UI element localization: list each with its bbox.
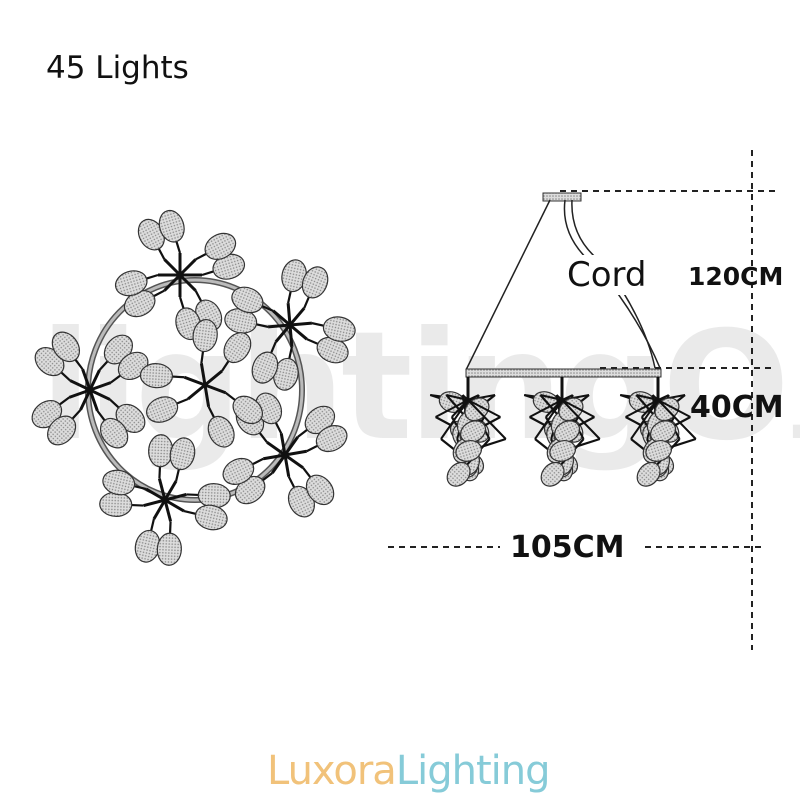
bulb (99, 491, 133, 517)
logo-part1: Luxora (267, 748, 397, 794)
bulb (650, 420, 677, 443)
cord-label: Cord (565, 255, 649, 295)
bulb (204, 232, 237, 260)
product-title: 45 Lights (46, 50, 189, 86)
bulb (194, 504, 228, 531)
side-view (429, 192, 697, 487)
bulb (192, 319, 218, 353)
bulb (158, 209, 185, 243)
bulb (446, 461, 471, 487)
bulb (301, 266, 329, 299)
bulb (251, 351, 279, 384)
suspension-bar (465, 368, 662, 378)
bulb (231, 286, 264, 314)
bulb (223, 332, 252, 364)
ceiling-canopy (542, 192, 582, 202)
bulb (645, 440, 673, 462)
bulb (114, 270, 148, 297)
bulb (540, 461, 565, 487)
bulb (636, 461, 661, 487)
bulb (315, 425, 348, 453)
bulb (146, 396, 179, 423)
bulb (51, 331, 81, 363)
bulb (139, 363, 174, 389)
bulb (232, 395, 263, 425)
bulb (47, 415, 77, 446)
bulb (455, 440, 483, 462)
bulb (99, 417, 129, 449)
bulb (169, 437, 196, 471)
logo-part2: Lighting (395, 748, 551, 794)
dimension-lines (388, 150, 775, 650)
top-view (31, 209, 356, 566)
bulb (549, 440, 577, 462)
suspension-wire (465, 199, 551, 371)
bulb (222, 457, 255, 485)
bulb (102, 469, 136, 496)
bulb (197, 483, 231, 509)
bulb (207, 415, 235, 448)
brand-logo: LuxoraLighting (267, 748, 550, 794)
width-dimension: 105CM (510, 530, 625, 565)
bulb (148, 434, 174, 468)
bulb (305, 474, 335, 506)
bulb (554, 420, 581, 443)
height-dimension: 40CM (690, 390, 784, 425)
drop-dimension: 120CM (688, 262, 784, 291)
bulb (156, 532, 182, 566)
bulb (322, 316, 356, 342)
watermark-suffix: .co.uk (786, 373, 800, 455)
bulb (460, 420, 487, 443)
